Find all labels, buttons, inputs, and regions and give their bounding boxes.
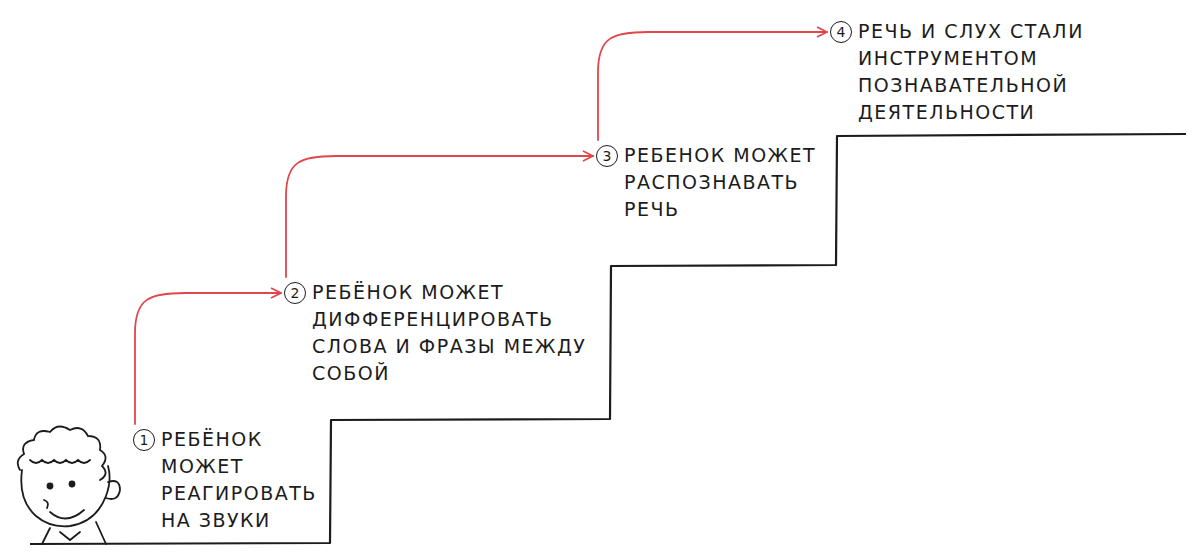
- step-node: 4 РЕЧЬ И СЛУХ СТАЛИ ИНСТРУМЕНТОМ ПОЗНАВАТ…: [830, 18, 1176, 126]
- step-node: 2 РЕБЁНОК МОЖЕТ ДИФФЕРЕНЦИРОВАТЬ СЛОВА И …: [284, 279, 600, 387]
- step-arrow: [598, 32, 827, 140]
- step-number: 4: [830, 21, 852, 43]
- step-node: 1 РЕБЁНОК МОЖЕТ РЕАГИРОВАТЬ НА ЗВУКИ: [133, 426, 344, 534]
- step-text: РЕБЁНОК МОЖЕТ ДИФФЕРЕНЦИРОВАТЬ СЛОВА И Ф…: [312, 279, 600, 387]
- step-number: 1: [133, 429, 155, 451]
- staircase-line: [30, 134, 1186, 544]
- step-arrow: [135, 293, 281, 424]
- step-text: РЕЧЬ И СЛУХ СТАЛИ ИНСТРУМЕНТОМ ПОЗНАВАТЕ…: [858, 18, 1176, 126]
- step-arrow: [286, 156, 593, 277]
- step-number: 3: [596, 145, 618, 167]
- step-number: 2: [284, 282, 306, 304]
- step-text: РЕБЕНОК МОЖЕТ РАСПОЗНАВАТЬ РЕЧЬ: [624, 142, 824, 223]
- child-figure: [18, 426, 120, 544]
- step-text: РЕБЁНОК МОЖЕТ РЕАГИРОВАТЬ НА ЗВУКИ: [161, 426, 344, 534]
- step-node: 3 РЕБЕНОК МОЖЕТ РАСПОЗНАВАТЬ РЕЧЬ: [596, 142, 824, 223]
